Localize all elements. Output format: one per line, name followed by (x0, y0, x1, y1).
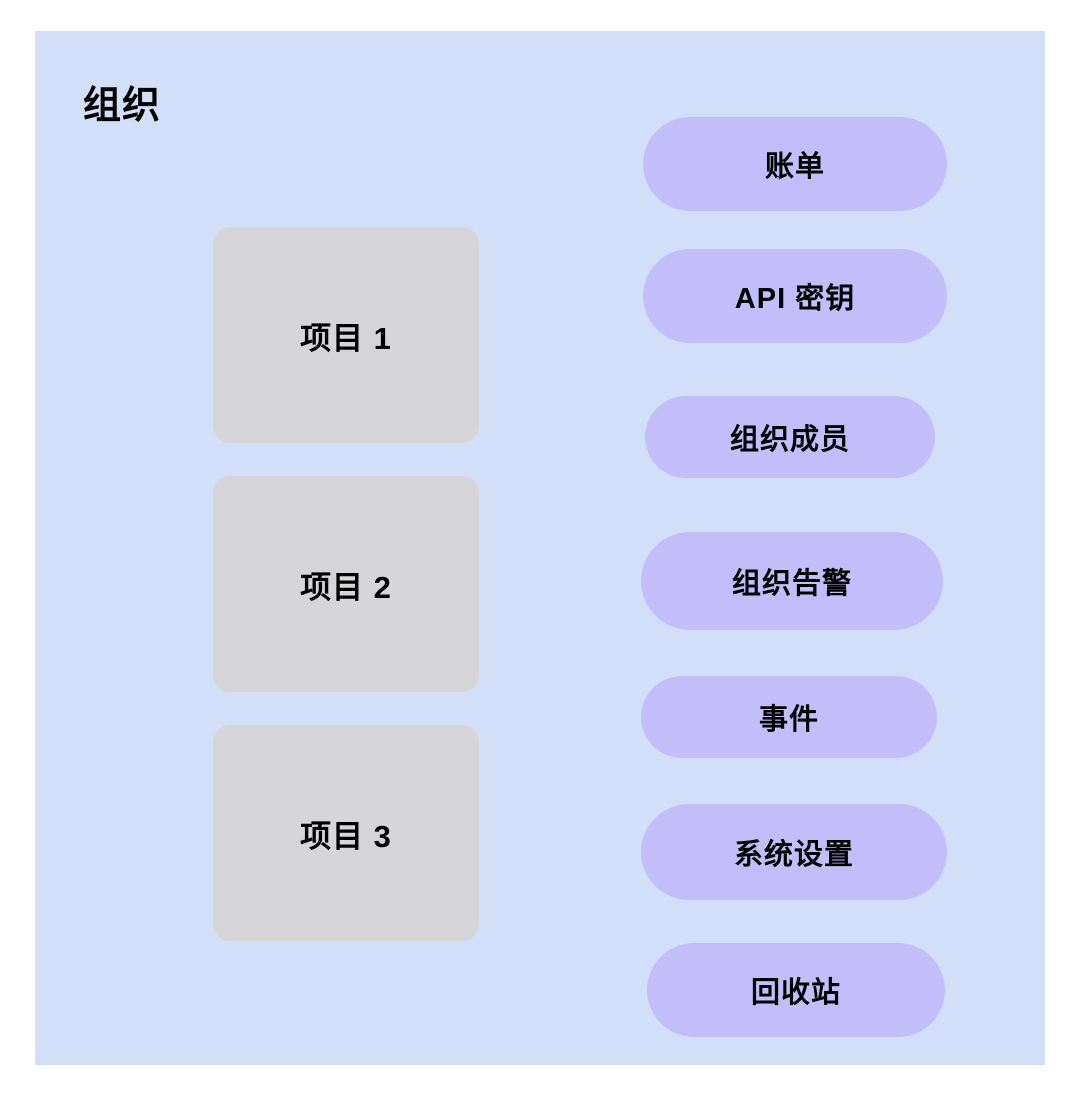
nav-item-billing[interactable]: 账单 (643, 117, 947, 211)
nav-item-recycle-bin[interactable]: 回收站 (647, 943, 945, 1037)
nav-item-org-members[interactable]: 组织成员 (645, 396, 935, 478)
project-card-label: 项目 2 (300, 569, 392, 605)
organization-canvas: 组织 项目 1 项目 2 项目 3 账单 API 密钥 组织成员 组织告警 事件… (35, 31, 1045, 1065)
project-card[interactable]: 项目 2 (213, 476, 479, 692)
nav-item-label: 系统设置 (733, 839, 854, 871)
nav-item-api-keys[interactable]: API 密钥 (643, 249, 947, 343)
project-card[interactable]: 项目 3 (213, 725, 479, 941)
project-card-label: 项目 3 (300, 818, 392, 854)
nav-item-label: 账单 (764, 151, 825, 183)
nav-item-system-settings[interactable]: 系统设置 (641, 804, 947, 900)
nav-item-events[interactable]: 事件 (641, 676, 937, 758)
nav-item-label: 组织成员 (729, 424, 850, 456)
nav-item-label: 组织告警 (731, 568, 852, 600)
project-card-label: 项目 1 (300, 320, 392, 356)
nav-item-label: 事件 (758, 704, 819, 736)
nav-item-label: API 密钥 (734, 283, 856, 315)
nav-item-org-alerts[interactable]: 组织告警 (641, 532, 943, 630)
page-title: 组织 (83, 85, 162, 127)
project-card[interactable]: 项目 1 (213, 227, 479, 443)
nav-item-label: 回收站 (750, 977, 841, 1009)
projects-list: 项目 1 项目 2 项目 3 (213, 227, 479, 974)
